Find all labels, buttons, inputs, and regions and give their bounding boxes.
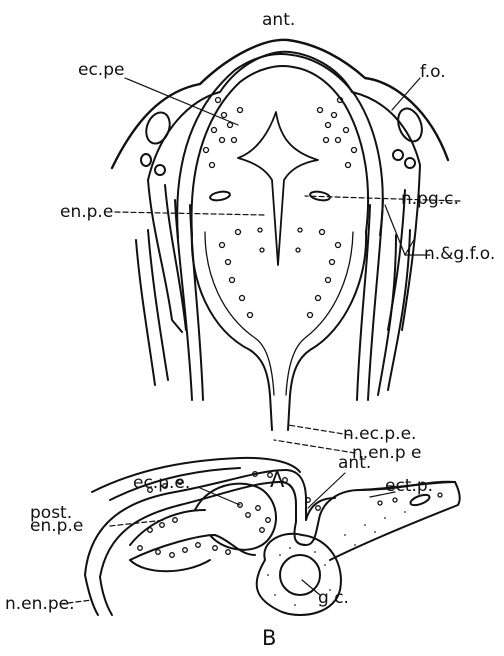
- nerve-right-long1: [368, 200, 383, 400]
- label-a-enpe: en.p.e: [60, 204, 113, 221]
- label-a-ngfo: n.&g.f.o.: [424, 246, 495, 263]
- b-ecpe-bulb: [195, 484, 276, 550]
- label-a-necpe: n.ec.p.e.: [343, 426, 416, 443]
- fo-left-small2: [155, 165, 165, 175]
- capsule-lower-inner: [205, 232, 274, 395]
- b-stalk-l: [85, 575, 98, 615]
- label-b-nenpe: n.en.pe.: [5, 596, 74, 613]
- nerve-right-far2: [378, 235, 396, 395]
- capsule-outer: [177, 54, 383, 238]
- label-a-fo: f.o.: [420, 64, 446, 81]
- caption-b: B: [262, 628, 276, 649]
- label-a-ecpe: ec.pe: [78, 62, 124, 79]
- label-b-ecpe: ec.p.e.: [133, 475, 190, 492]
- label-b-gc: g c.: [318, 590, 349, 607]
- label-b-ant: ant.: [338, 455, 371, 472]
- central-stalk-l: [270, 395, 272, 430]
- fo-right-small2: [405, 158, 415, 168]
- panel-a-drawing: [112, 40, 460, 453]
- b-gc-core: [280, 555, 320, 595]
- label-a-npgc: n.pg.c.: [401, 191, 459, 208]
- caption-a: A: [270, 470, 284, 491]
- b-stalk-r: [100, 577, 112, 615]
- b-enpe-lower: [130, 560, 210, 571]
- pore-left: [209, 190, 230, 201]
- nerve-left-long2: [190, 205, 203, 400]
- capsule-inner: [192, 66, 369, 235]
- fo-left-small1: [141, 154, 151, 166]
- b-hood-inner: [100, 482, 296, 577]
- label-b-ectp: ect.p.: [385, 478, 433, 495]
- label-a-ant: ant.: [262, 12, 295, 29]
- nerve-right-long2: [357, 205, 370, 400]
- label-b-enpe: en.p.e: [30, 518, 83, 535]
- nerve-left-long1: [175, 200, 192, 400]
- fo-right-small1: [393, 150, 403, 160]
- cell-dots-a: [204, 98, 357, 318]
- central-cavity: [238, 112, 318, 265]
- b-enpe-channel: [130, 510, 255, 560]
